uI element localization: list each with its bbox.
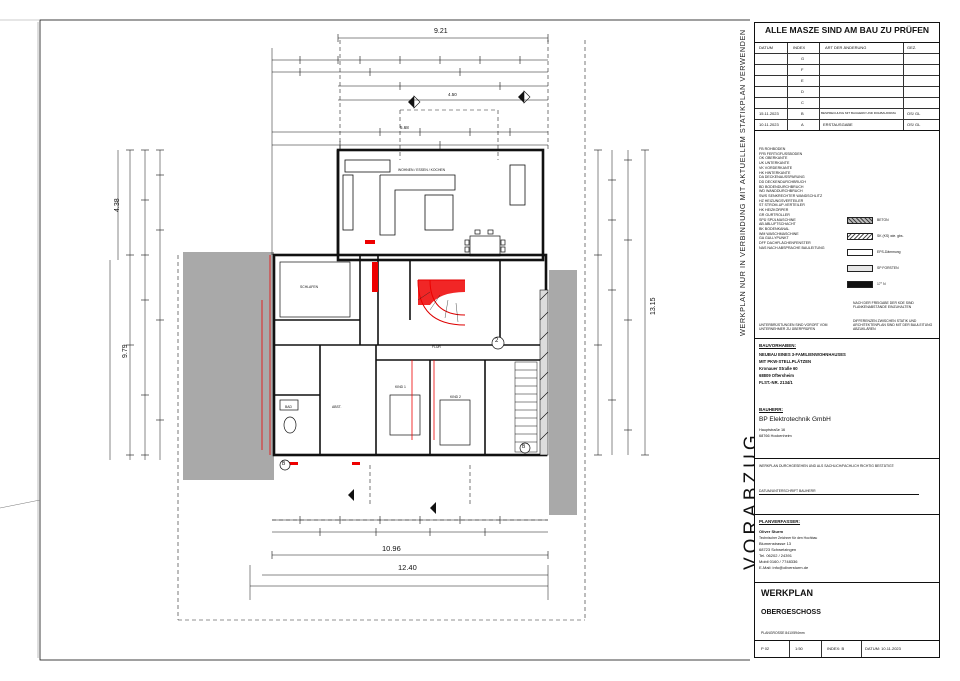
revision-row: D [755, 86, 939, 96]
dim-top-total: 9.21 [434, 28, 448, 35]
note-clearance: NACH DER FREIGABE DER KDE SIND FLANKENAB… [853, 301, 914, 310]
col-index: INDEX [793, 45, 806, 50]
legend-label: SK (KS) wie. gbs. [877, 234, 904, 238]
dim-right-height: 13.15 [650, 297, 657, 315]
revision-row: 15.11.2023 B BESPRECHUNG MIT BAUHERR UND… [755, 108, 939, 118]
note-sills: UNTERBRÜSTUNGEN SIND VORORT VOM UNTERNEH… [759, 323, 828, 332]
plan-date: DATUM: 10.11.2023 [865, 646, 901, 651]
plan-name-box: WERKPLAN OBERGESCHOSS PLANGROSSE 841X594… [755, 583, 939, 641]
col-by: GEZ. [907, 45, 917, 50]
legend-label: BETON [877, 218, 889, 222]
legend-label: 17° N [877, 282, 886, 286]
project-label: BAUVORHABEN: [759, 343, 796, 348]
dim-bottom-2: 12.40 [398, 563, 417, 572]
plan-size: PLANGROSSE 841X594mm [761, 631, 805, 635]
dim-bottom-1: 10.96 [382, 544, 401, 553]
title-block: ALLE MASZE SIND AM BAU ZU PRÜFEN DATUM I… [754, 22, 940, 658]
project-info: NEUBAU EINES 3-FAMILIENWOHNHAUSES MIT PK… [759, 352, 846, 385]
neighbour-building-left [183, 252, 274, 480]
neighbour-building-right [549, 270, 577, 515]
author-info: Oliver Sturm Technischer Zeichner für de… [759, 529, 818, 570]
plan-title: OBERGESCHOSS [761, 609, 821, 616]
room-label: KIND 2 [450, 395, 461, 399]
client-name: BP Elektrotechnik GmbH [759, 416, 831, 423]
header-box: ALLE MASZE SIND AM BAU ZU PRÜFEN [755, 23, 939, 43]
plan-index: INDEX: B [827, 646, 845, 651]
plan-scale: 1:50 [795, 646, 803, 651]
check-on-site-header: ALLE MASZE SIND AM BAU ZU PRÜFEN [765, 25, 930, 35]
floor-plan [0, 19, 750, 661]
approval-signature: DATUM/UNTERSCHRIFT BAUHERR [759, 489, 816, 493]
room-label: ABST. [332, 405, 342, 409]
legend-swatch-insulation [847, 249, 873, 256]
project-box: BAUVORHABEN: NEUBAU EINES 3-FAMILIENWOHN… [755, 339, 939, 459]
dim-upper-width: 4.50 [448, 92, 457, 97]
statik-note: WERKPLAN NUR IN VERBINDUNG MIT AKTUELLEM… [738, 29, 747, 336]
revision-table: DATUM INDEX ART DER ÄNDERUNG GEZ. G F E … [755, 43, 939, 131]
legend-label: SP FORSTEN [877, 266, 899, 270]
revision-row: E [755, 75, 939, 85]
legend-swatch-concrete [847, 217, 873, 224]
axis-marker: B [282, 461, 286, 467]
axis-marker: B [522, 444, 526, 450]
note-differences: DIFFERENZEN ZWISCHEN STATIK UND ARCHITEK… [853, 319, 933, 332]
revision-row: C [755, 97, 939, 107]
room-label: FLUR [432, 345, 441, 349]
approval-text: WERKPLAN DURCHGESEHEN UND ALS SACHLICH/F… [759, 464, 895, 468]
room-label: SCHLAFEN [300, 285, 319, 289]
legend-swatch-masonry [847, 233, 873, 240]
footer-row: P 02 1:50 INDEX: B DATUM: 10.11.2023 [755, 641, 939, 657]
dim-left-top: 4.38 [114, 198, 121, 212]
author-box: PLANVERFASSER: Oliver Sturm Technischer … [755, 515, 939, 583]
client-address: Hauptstraße 16 68766 Hockenheim [759, 428, 792, 438]
dim-left-height: 9.79 [122, 344, 129, 358]
legend-label: EPS-Dämmung [877, 250, 901, 254]
col-date: DATUM [759, 45, 773, 50]
room-label: WOHNEN / ESSEN / KOCHEN [398, 168, 446, 172]
approval-box: WERKPLAN DURCHGESEHEN UND ALS SACHLICH/F… [755, 459, 939, 515]
legend-swatch-timber [847, 265, 873, 272]
author-label: PLANVERFASSER: [759, 519, 801, 524]
room-label: KIND 1 [395, 385, 406, 389]
abbreviation-list: FB ROHBODEN FFB FERTIGFUSSBODEN OK OBERK… [759, 147, 825, 250]
plan-type: WERKPLAN [761, 588, 813, 598]
axis-marker: 2 [495, 338, 499, 344]
plan-number: P 02 [761, 646, 770, 651]
room-label: BAD [285, 405, 292, 409]
revision-row: F [755, 64, 939, 74]
col-change: ART DER ÄNDERUNG [825, 45, 867, 50]
dim-mid-width: 5.68 [400, 125, 409, 130]
revision-row: G [755, 53, 939, 63]
client-label: BAUHERR: [759, 407, 783, 412]
abbreviation-legend: FB ROHBODEN FFB FERTIGFUSSBODEN OK OBERK… [755, 143, 939, 339]
revision-row: 10.11.2023 A ERSTAUSGABE OS/ GL [755, 119, 939, 129]
legend-swatch-steel [847, 281, 873, 288]
